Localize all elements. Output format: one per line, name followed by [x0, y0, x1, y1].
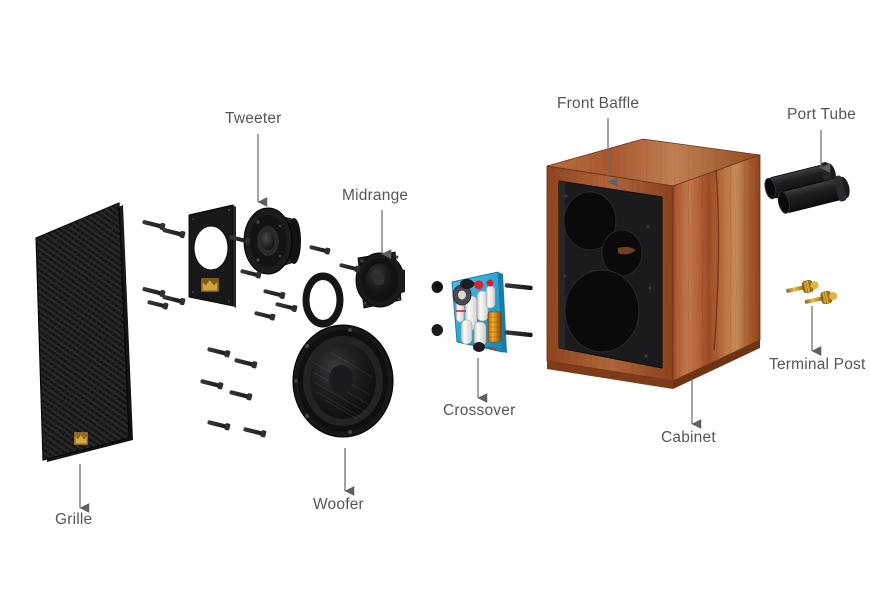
part-screws[interactable]	[142, 218, 361, 438]
callout-crossover: Crossover	[443, 358, 515, 419]
gasket-ring-highlight	[302, 272, 344, 328]
label-grille: Grille	[55, 511, 92, 528]
cabinet-side-grain	[673, 155, 760, 381]
terminal-post-right	[804, 290, 838, 305]
midrange-magnet	[398, 268, 405, 294]
callout-front-baffle: Front Baffle	[557, 95, 639, 187]
part-crossover[interactable]	[431, 271, 533, 353]
screw-group	[142, 220, 361, 438]
terminal-post-left	[786, 280, 819, 294]
midrange-dust-cap	[373, 272, 385, 286]
crossover-standoff-screws	[504, 283, 533, 338]
crossover-capacitors	[455, 285, 496, 347]
part-woofer[interactable]	[292, 324, 394, 438]
label-tweeter: Tweeter	[225, 110, 282, 127]
port-tube-front	[777, 175, 850, 214]
cabinet-grain-crack	[713, 169, 720, 351]
part-terminal-post[interactable]	[785, 278, 838, 308]
crossover-inductor-black-2	[473, 342, 485, 352]
callout-cabinet: Cabinet	[661, 379, 716, 446]
part-gasket-ring[interactable]	[302, 272, 344, 328]
part-front-baffle[interactable]	[558, 180, 663, 369]
callout-grille: Grille	[55, 464, 92, 528]
callout-port-tube: Port Tube	[787, 106, 856, 173]
label-crossover: Crossover	[443, 402, 515, 419]
callout-midrange: Midrange	[342, 187, 408, 259]
label-midrange: Midrange	[342, 187, 408, 204]
mounting-plate-edge	[233, 205, 236, 308]
label-front-baffle: Front Baffle	[557, 95, 639, 112]
label-terminal-post: Terminal Post	[769, 356, 866, 373]
label-port-tube: Port Tube	[787, 106, 856, 123]
label-woofer: Woofer	[313, 496, 364, 513]
woofer-dust-cap	[329, 365, 353, 393]
baffle-cutout-tweeter	[563, 191, 617, 251]
part-mounting-plate[interactable]	[188, 204, 236, 308]
label-cabinet: Cabinet	[661, 429, 716, 446]
crossover-inductor-black	[460, 279, 474, 289]
gasket-ring-hole	[309, 280, 337, 320]
grille-outline	[35, 202, 130, 461]
callout-terminal-post: Terminal Post	[769, 306, 866, 373]
part-port-tube[interactable]	[762, 160, 852, 216]
mounting-plate-logo	[201, 278, 219, 292]
cabinet-bottom-edge	[547, 361, 673, 389]
callout-woofer: Woofer	[313, 448, 364, 513]
crossover-red-components	[456, 279, 497, 350]
baffle-cutout-midrange-wood-showthrough	[618, 246, 636, 255]
crossover-inductor-coil	[487, 311, 502, 343]
part-tweeter[interactable]	[243, 207, 301, 275]
part-midrange[interactable]	[355, 251, 405, 309]
part-grille[interactable]	[35, 202, 133, 462]
mounting-plate-cutout	[193, 225, 229, 271]
callout-tweeter: Tweeter	[225, 110, 282, 207]
part-cabinet[interactable]	[546, 138, 761, 389]
grille-badge	[74, 432, 88, 445]
baffle-cutout-woofer	[564, 269, 640, 353]
front-baffle-inner-edge	[559, 181, 565, 349]
cabinet-bottom-side-edge	[673, 340, 760, 389]
callouts: Grille Tweeter Midrange Woofer Crossover…	[55, 95, 866, 528]
crossover-grommets	[431, 281, 443, 336]
tweeter-dome	[261, 232, 275, 250]
grille-mesh-face	[36, 203, 129, 460]
